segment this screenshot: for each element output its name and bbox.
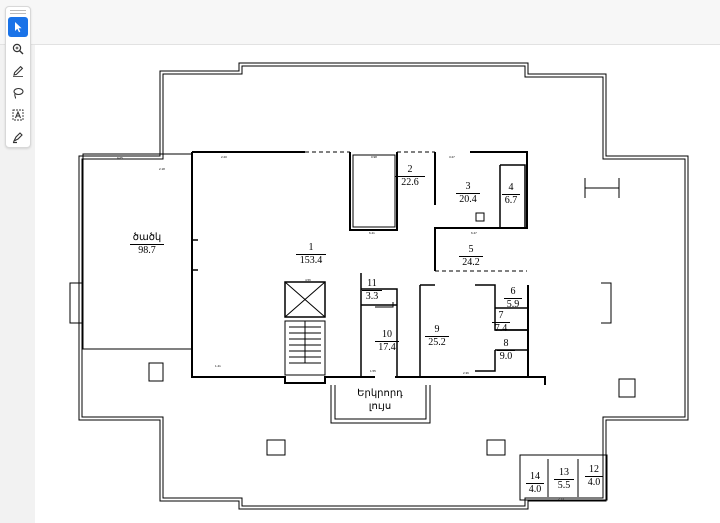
dimension-label: 6.47 — [471, 231, 477, 235]
pencil-tool-button[interactable] — [8, 61, 28, 81]
toolbar-drag-handle[interactable] — [10, 10, 26, 14]
dimension-label: 3.27 — [449, 155, 455, 159]
stairwell — [284, 320, 326, 376]
courtyard-outline — [330, 385, 431, 424]
dimension-label: 2.20 — [221, 155, 227, 159]
storage-rooms-outline — [519, 454, 608, 501]
floor-plan-drawing — [69, 62, 689, 510]
pencil-icon — [13, 65, 24, 77]
dimension-label: 4.56 — [305, 278, 311, 282]
dimension-label: 9.65 — [117, 156, 123, 160]
drawing-toolbar — [5, 6, 31, 148]
dimension-label: 6.41 — [369, 231, 375, 235]
magnifier-icon — [12, 43, 24, 55]
lasso-icon — [13, 87, 24, 99]
outer-wall-inner — [81, 65, 686, 507]
cursor-arrow-icon — [15, 22, 22, 33]
lasso-tool-button[interactable] — [8, 83, 28, 103]
top-header-bar — [0, 0, 720, 45]
dimension-label: 2.73 — [558, 497, 564, 501]
text-box-icon — [12, 109, 24, 121]
courtyard-label: Երկրորդ լույս — [357, 388, 403, 412]
inner-wall-main — [191, 151, 546, 385]
dimension-label: 2.36 — [463, 371, 469, 375]
zoom-tool-button[interactable] — [8, 39, 28, 59]
dimension-label: 1.41 — [215, 364, 221, 368]
dimension-label: 1.55 — [370, 369, 376, 373]
dimension-label: 2.18 — [159, 167, 165, 171]
text-tool-button[interactable] — [8, 105, 28, 125]
select-tool-button[interactable] — [8, 17, 28, 37]
highlighter-tool-button[interactable] — [8, 127, 28, 147]
highlighter-icon — [12, 132, 23, 144]
dimension-label: 0.98 — [371, 155, 377, 159]
elevator-shaft — [284, 281, 326, 318]
outer-wall — [78, 62, 689, 510]
